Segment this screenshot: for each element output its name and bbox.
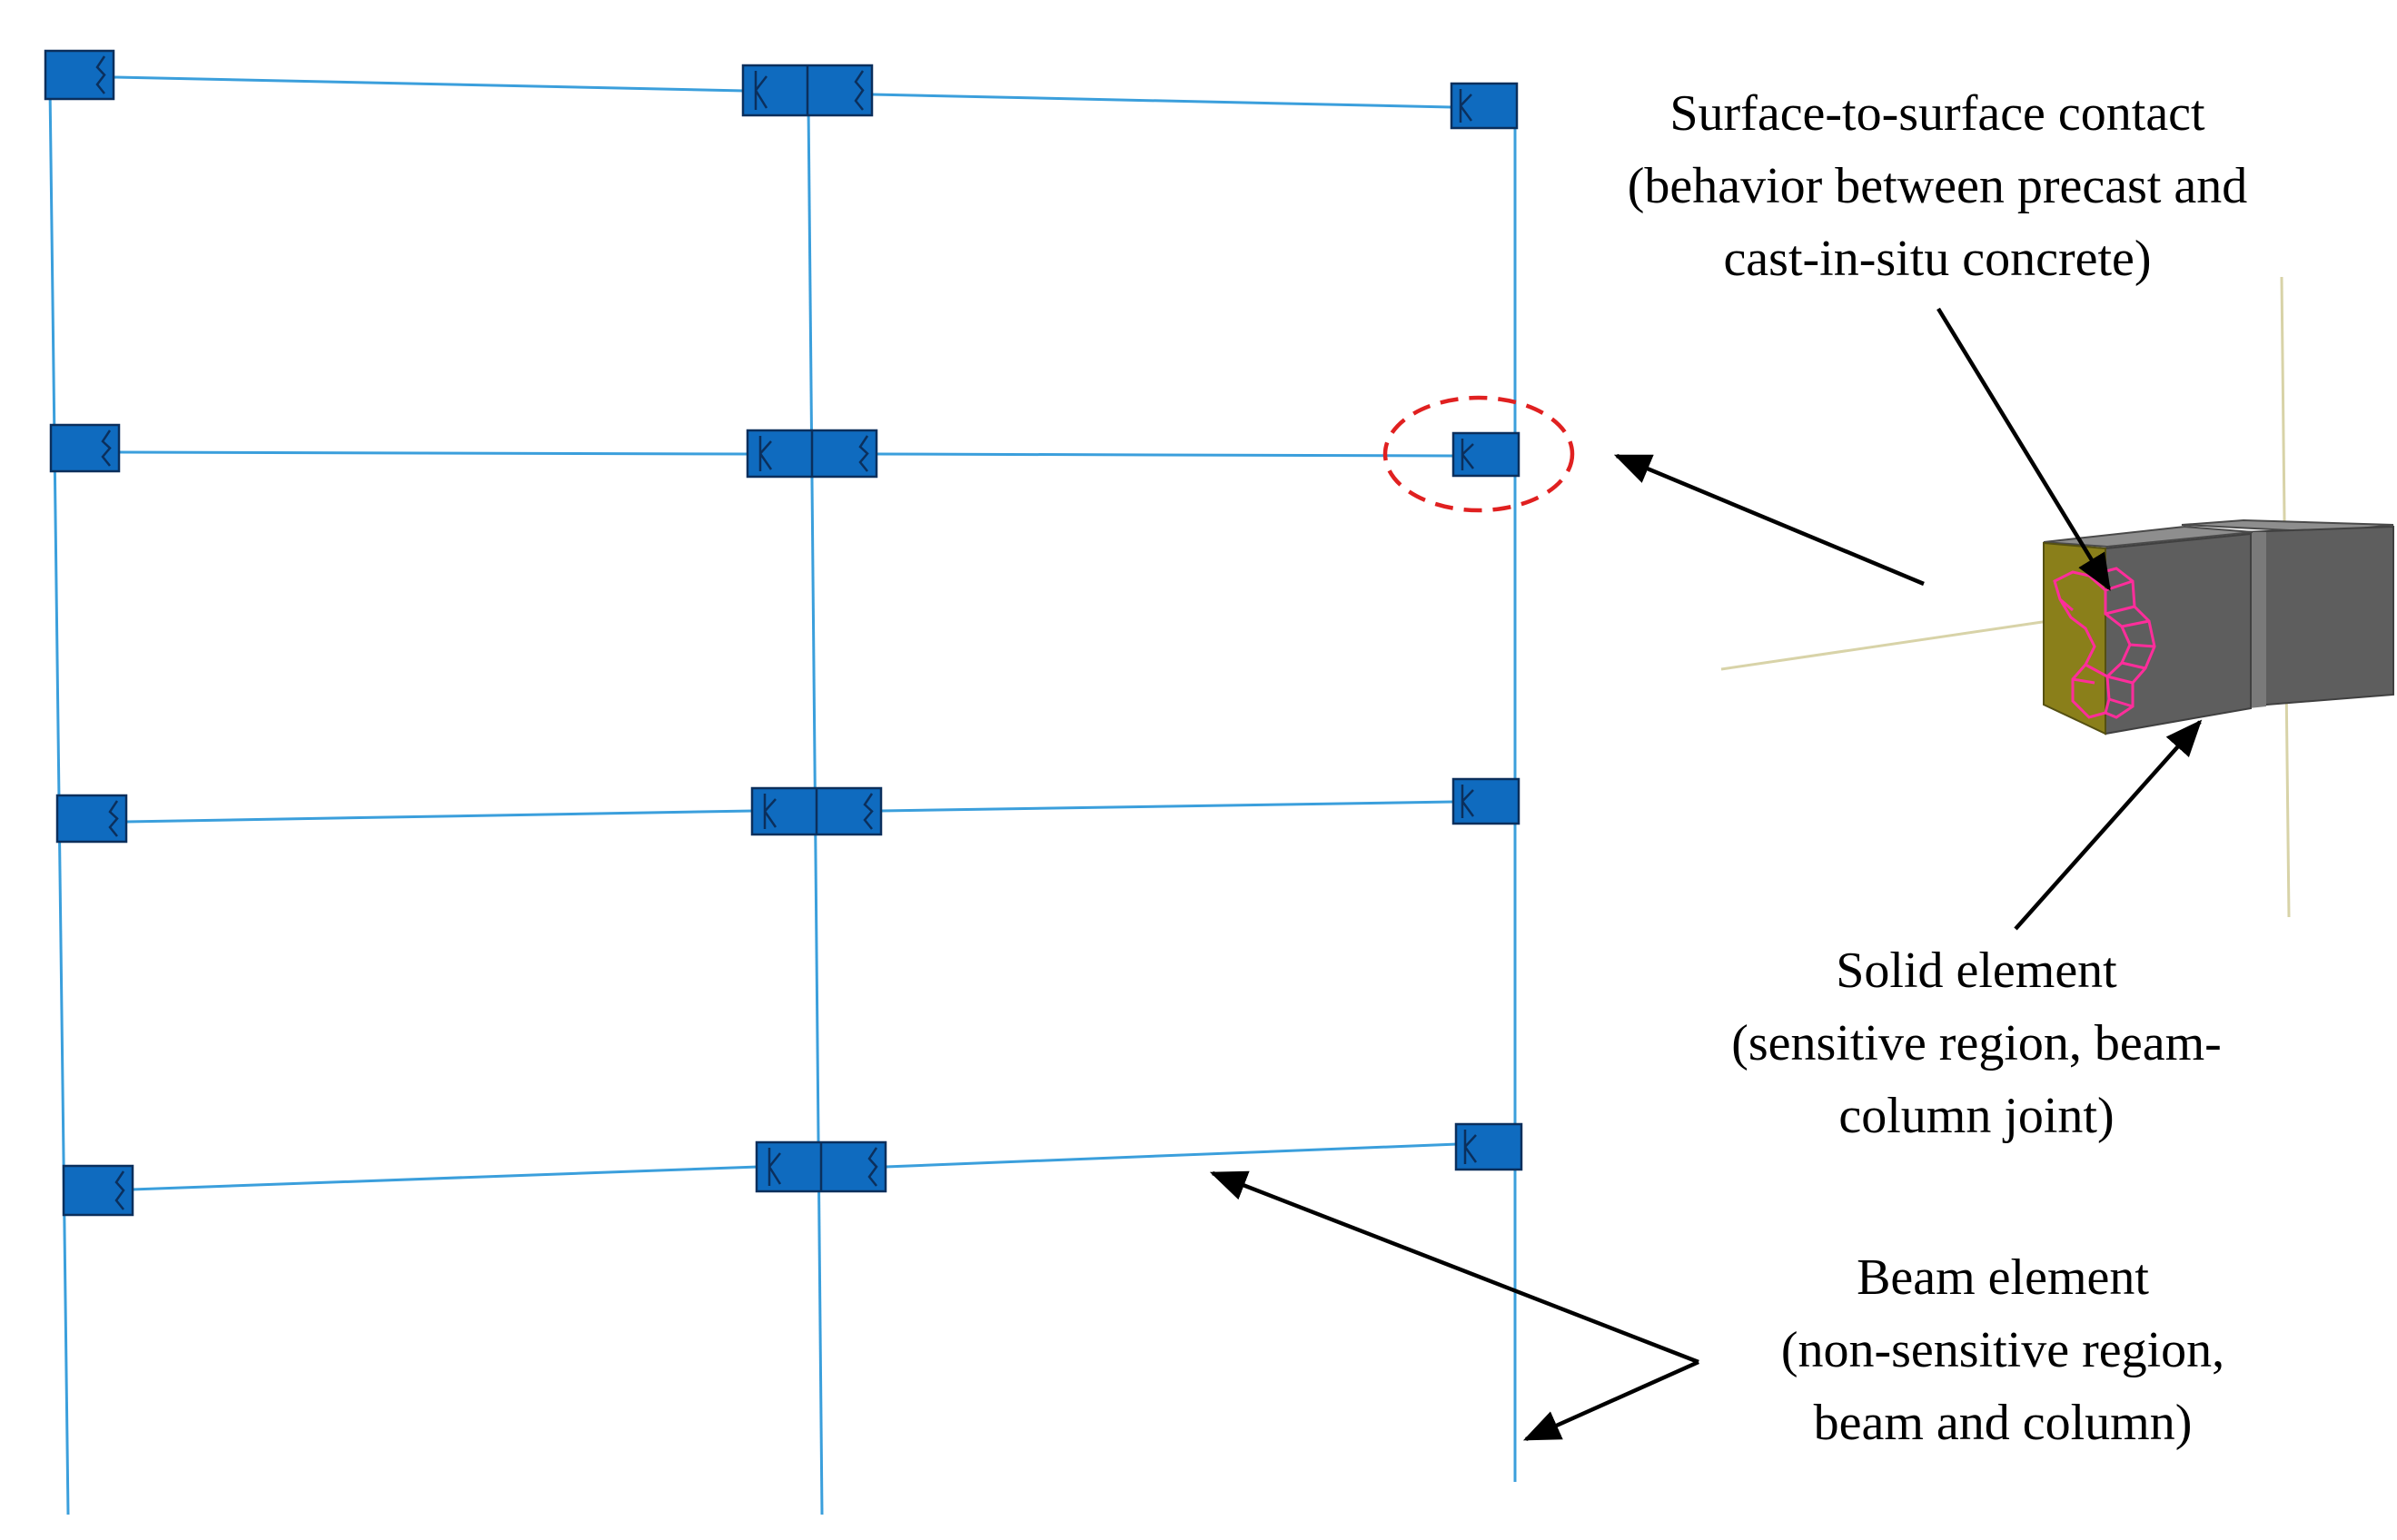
beam-label-line-1: Beam element xyxy=(1857,1249,2149,1306)
arrow-beam-to-column xyxy=(1522,1359,1699,1442)
solid-joint-story-2-right xyxy=(1451,431,1520,478)
solid-joint-story-3-middle xyxy=(750,786,883,836)
solid-joint-story-4-left xyxy=(62,1164,134,1217)
joint-contact-mark xyxy=(95,55,106,94)
arrow-solid xyxy=(2014,719,2203,931)
beam-story-4-right xyxy=(885,1142,1459,1169)
solid-joint-story-1-middle xyxy=(741,64,874,117)
joint-contact-mark xyxy=(854,70,865,111)
solid-joint-story-3-left xyxy=(55,794,128,844)
solid-joint-story-3-right xyxy=(1451,777,1520,825)
joint-block-body xyxy=(1450,82,1519,130)
model-axis-x xyxy=(1720,618,2055,671)
leader-arrows xyxy=(1209,307,2203,1442)
joint-contact-mark xyxy=(858,435,869,472)
right-block-side xyxy=(2249,532,2266,708)
joint-contact-mark xyxy=(1461,785,1475,818)
joint-contact-mark xyxy=(867,1147,878,1187)
contact-label-line-3: cast-in-situ concrete) xyxy=(1723,231,2151,287)
beam-story-1-left xyxy=(113,75,746,93)
solid-joint-story-2-middle xyxy=(746,429,878,479)
joint-contact-mark xyxy=(114,1170,125,1210)
joint-block-body xyxy=(1451,777,1520,825)
highlight-circle xyxy=(1382,395,1575,513)
solid-label-line-1: Solid element xyxy=(1836,943,2117,999)
beam-story-4-left xyxy=(131,1165,759,1191)
contact-surface-mesh xyxy=(2053,567,2156,719)
arrow-beam-to-beam xyxy=(1209,1170,1699,1365)
beam-label-line-3: beam and column) xyxy=(1814,1395,2193,1451)
joint-contact-mark xyxy=(1461,439,1474,470)
annotation-labels: Surface-to-surface contact (behavior bet… xyxy=(1628,85,2248,1451)
joint-contact-mark xyxy=(101,429,112,467)
solid-joint-3d-model xyxy=(1720,276,2394,918)
contact-label-line-1: Surface-to-surface contact xyxy=(1669,85,2205,142)
joint-contact-mark xyxy=(1463,1130,1478,1164)
arrow-contact xyxy=(1936,307,2111,591)
joint-contact-mark xyxy=(768,1148,782,1186)
contact-label-line-2: (behavior between precast and xyxy=(1628,158,2248,214)
joint-contact-mark xyxy=(108,800,119,837)
joint-block-body xyxy=(1454,1122,1523,1171)
solid-joint-story-1-right xyxy=(1450,82,1519,130)
arrow-to-highlight xyxy=(1613,453,1925,587)
solid-label-line-3: column joint) xyxy=(1838,1088,2114,1144)
solid-label-line-2: (sensitive region, beam- xyxy=(1731,1015,2222,1071)
solid-joint-story-4-right xyxy=(1454,1122,1523,1171)
solid-joint-story-4-middle xyxy=(755,1140,887,1193)
joint-contact-mark xyxy=(863,793,874,830)
beam-story-3-right xyxy=(880,800,1454,813)
joint-block-body xyxy=(1451,431,1520,478)
beam-story-3-left xyxy=(124,809,755,824)
solid-joint-blocks xyxy=(44,49,1523,1217)
joint-contact-mark xyxy=(763,794,778,829)
beam-story-2-right xyxy=(876,452,1454,458)
beam-story-1-right xyxy=(871,93,1452,109)
beam-label-line-2: (non-sensitive region, xyxy=(1781,1322,2224,1378)
beam-story-2-left xyxy=(117,450,750,456)
solid-joint-story-1-left xyxy=(44,49,115,101)
solid-joint-story-2-left xyxy=(49,423,121,473)
left-block-top xyxy=(2043,525,2253,548)
joint-contact-mark xyxy=(1459,89,1473,123)
joint-contact-mark xyxy=(754,71,768,110)
joint-contact-mark xyxy=(758,436,773,471)
